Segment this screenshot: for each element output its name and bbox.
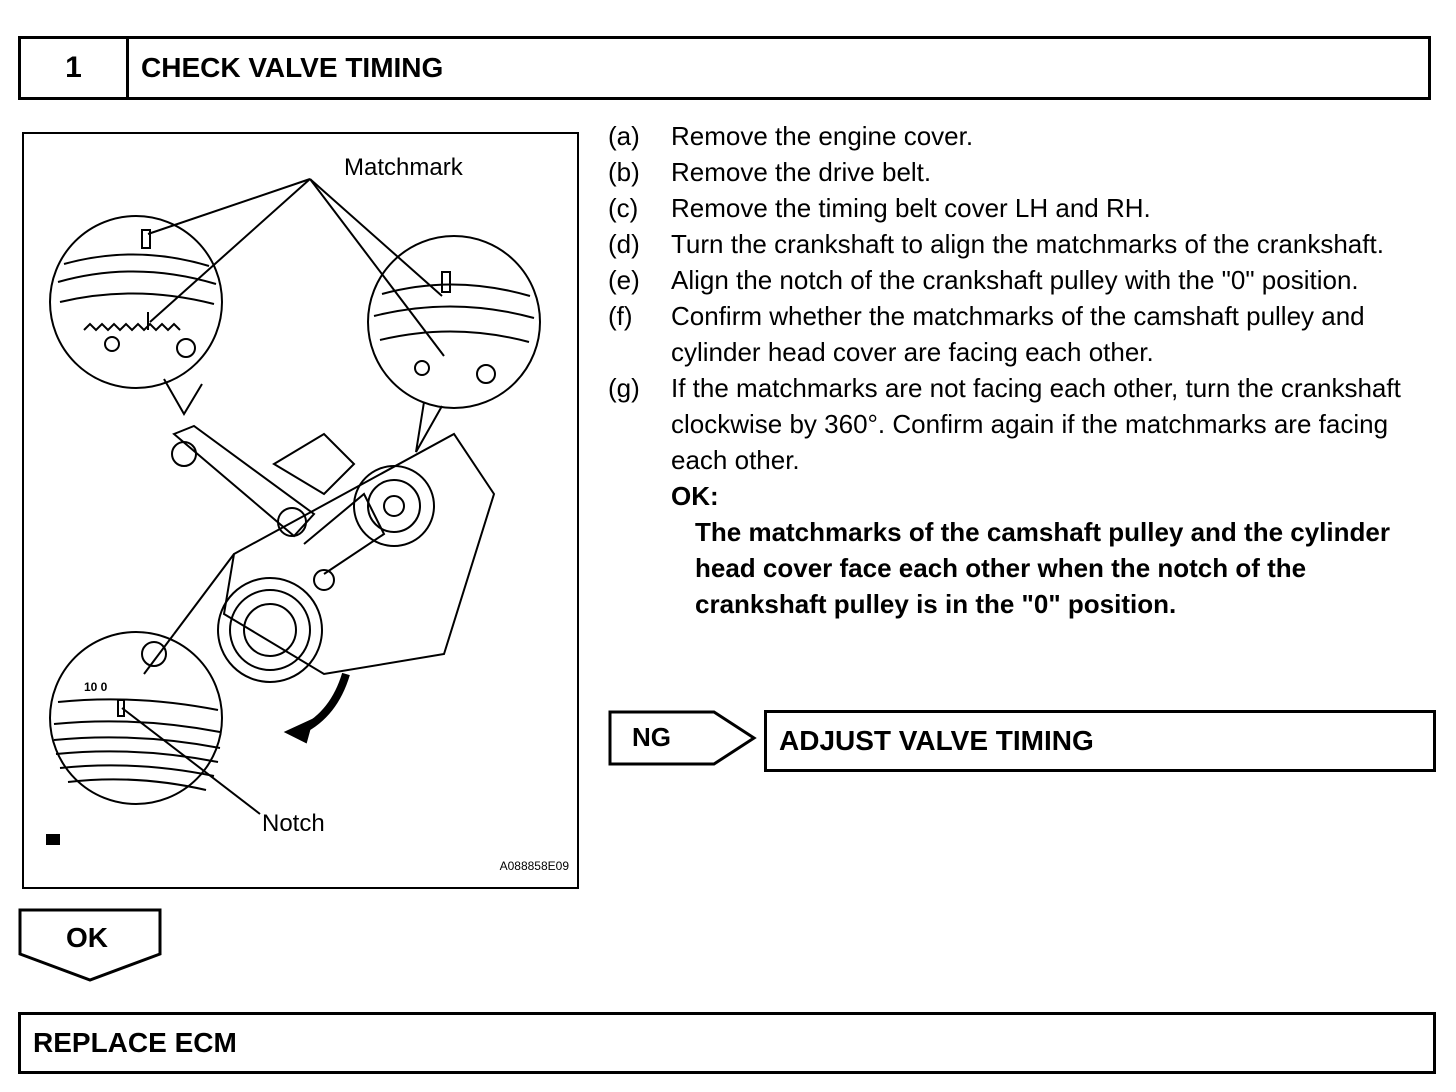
step-header: 1 CHECK VALVE TIMING [18,36,1431,100]
instruction-letter: (f) [608,301,633,331]
valve-timing-figure: Matchmark 10 0 Notch A088858E09 [22,132,579,889]
step-number: 1 [21,39,129,97]
ng-label: NG [632,722,671,752]
instruction-item: (f) Confirm whether the matchmarks of th… [608,298,1438,370]
instruction-letter: (b) [608,157,640,187]
instruction-item: (c) Remove the timing belt cover LH and … [608,190,1438,226]
figure-code: A088858E09 [499,859,569,873]
step-title: CHECK VALVE TIMING [141,52,444,83]
instruction-item: (d) Turn the crankshaft to align the mat… [608,226,1438,262]
replace-ecm-box: REPLACE ECM [18,1012,1436,1074]
instruction-item: (g) If the matchmarks are not facing eac… [608,370,1438,478]
instruction-letter: (c) [608,193,639,223]
instruction-text: Remove the drive belt. [671,157,932,187]
matchmark-label: Matchmark [344,154,463,181]
instruction-text: Align the notch of the crankshaft pulley… [671,265,1359,295]
instruction-letter: (g) [608,373,640,403]
instruction-item: (a) Remove the engine cover. [608,118,1438,154]
instruction-letter: (a) [608,121,640,151]
instruction-item: (e) Align the notch of the crankshaft pu… [608,262,1438,298]
ok-label: OK [66,922,108,953]
instruction-text: Remove the engine cover. [671,121,974,151]
ok-condition-label: OK: [671,481,719,511]
instruction-list: (a) Remove the engine cover. (b) Remove … [608,118,1438,622]
instruction-text: Confirm whether the matchmarks of the ca… [671,301,1365,367]
notch-label: Notch [262,810,325,837]
instruction-text: If the matchmarks are not facing each ot… [671,373,1401,475]
adjust-valve-timing-box: ADJUST VALVE TIMING [764,710,1436,772]
instruction-text: Remove the timing belt cover LH and RH. [671,193,1151,223]
camera-icon [46,834,60,845]
pulley-scale-label: 10 0 [84,680,108,694]
instruction-letter: (d) [608,229,640,259]
ok-arrow-icon [18,908,162,982]
instruction-text: Turn the crankshaft to align the matchma… [671,229,1384,259]
engine-illustration [49,178,541,815]
ok-condition-text: The matchmarks of the camshaft pulley an… [695,517,1390,619]
instruction-item: (b) Remove the drive belt. [608,154,1438,190]
instruction-letter: (e) [608,265,640,295]
ng-arrow-icon [608,710,757,766]
